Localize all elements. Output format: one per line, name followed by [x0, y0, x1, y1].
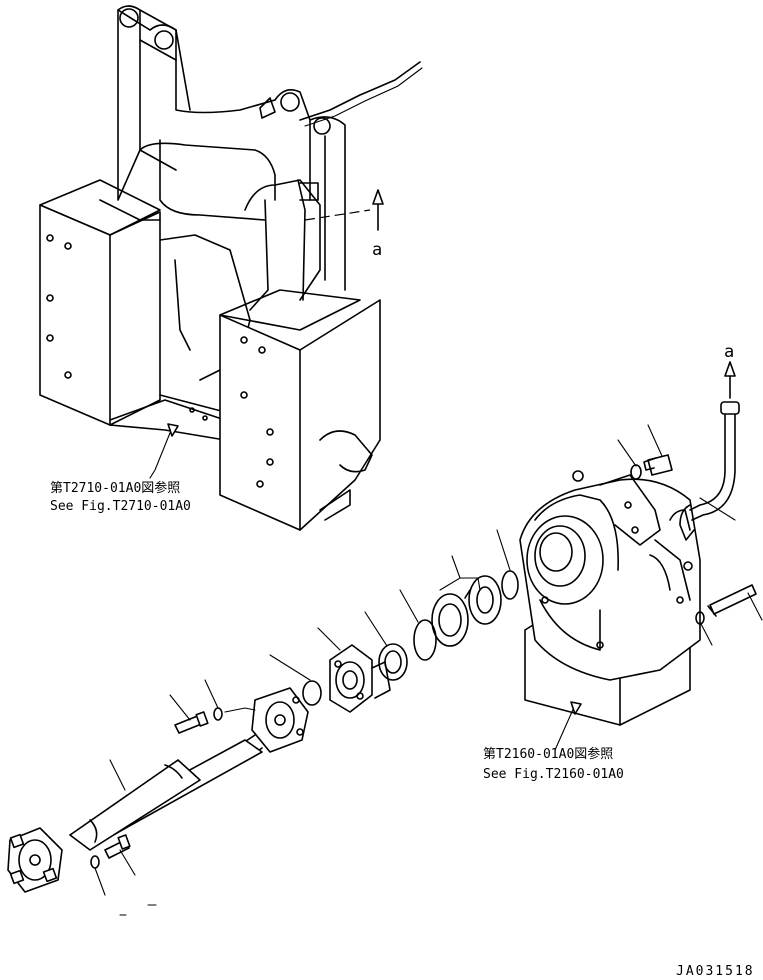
pipe-leader: [699, 497, 736, 521]
shaft-parts: [269, 529, 519, 713]
ref-lower-en: See Fig.T2160-01A0: [483, 767, 624, 782]
ref-upper-en: See Fig.T2710-01A0: [50, 499, 191, 514]
housing-bolt-set: [617, 424, 673, 480]
ref-upper-ja: 第T2710-01A0図参照: [50, 480, 180, 496]
ref-lower-ja: 第T2160-01A0図参照: [483, 746, 613, 762]
ref-leader-arrow-lower: [570, 701, 582, 715]
ref-leader-arrow-upper: [167, 423, 179, 437]
oil-pipe: [679, 401, 740, 541]
pipe-arrow-head: [724, 361, 736, 377]
transfer-case-assembly: [519, 470, 701, 726]
shaft-bolts: [90, 679, 256, 916]
drive-shaft: [7, 687, 309, 893]
ref-leader-upper: [149, 427, 173, 479]
ref-leader-lower: [554, 704, 576, 751]
long-bolt: [695, 584, 763, 646]
connection-marker-a: a: [372, 240, 382, 260]
drawing-number: JA031518: [676, 964, 755, 979]
front-frame-assembly: [39, 5, 423, 531]
connection-marker-a-lower: a: [724, 342, 734, 362]
